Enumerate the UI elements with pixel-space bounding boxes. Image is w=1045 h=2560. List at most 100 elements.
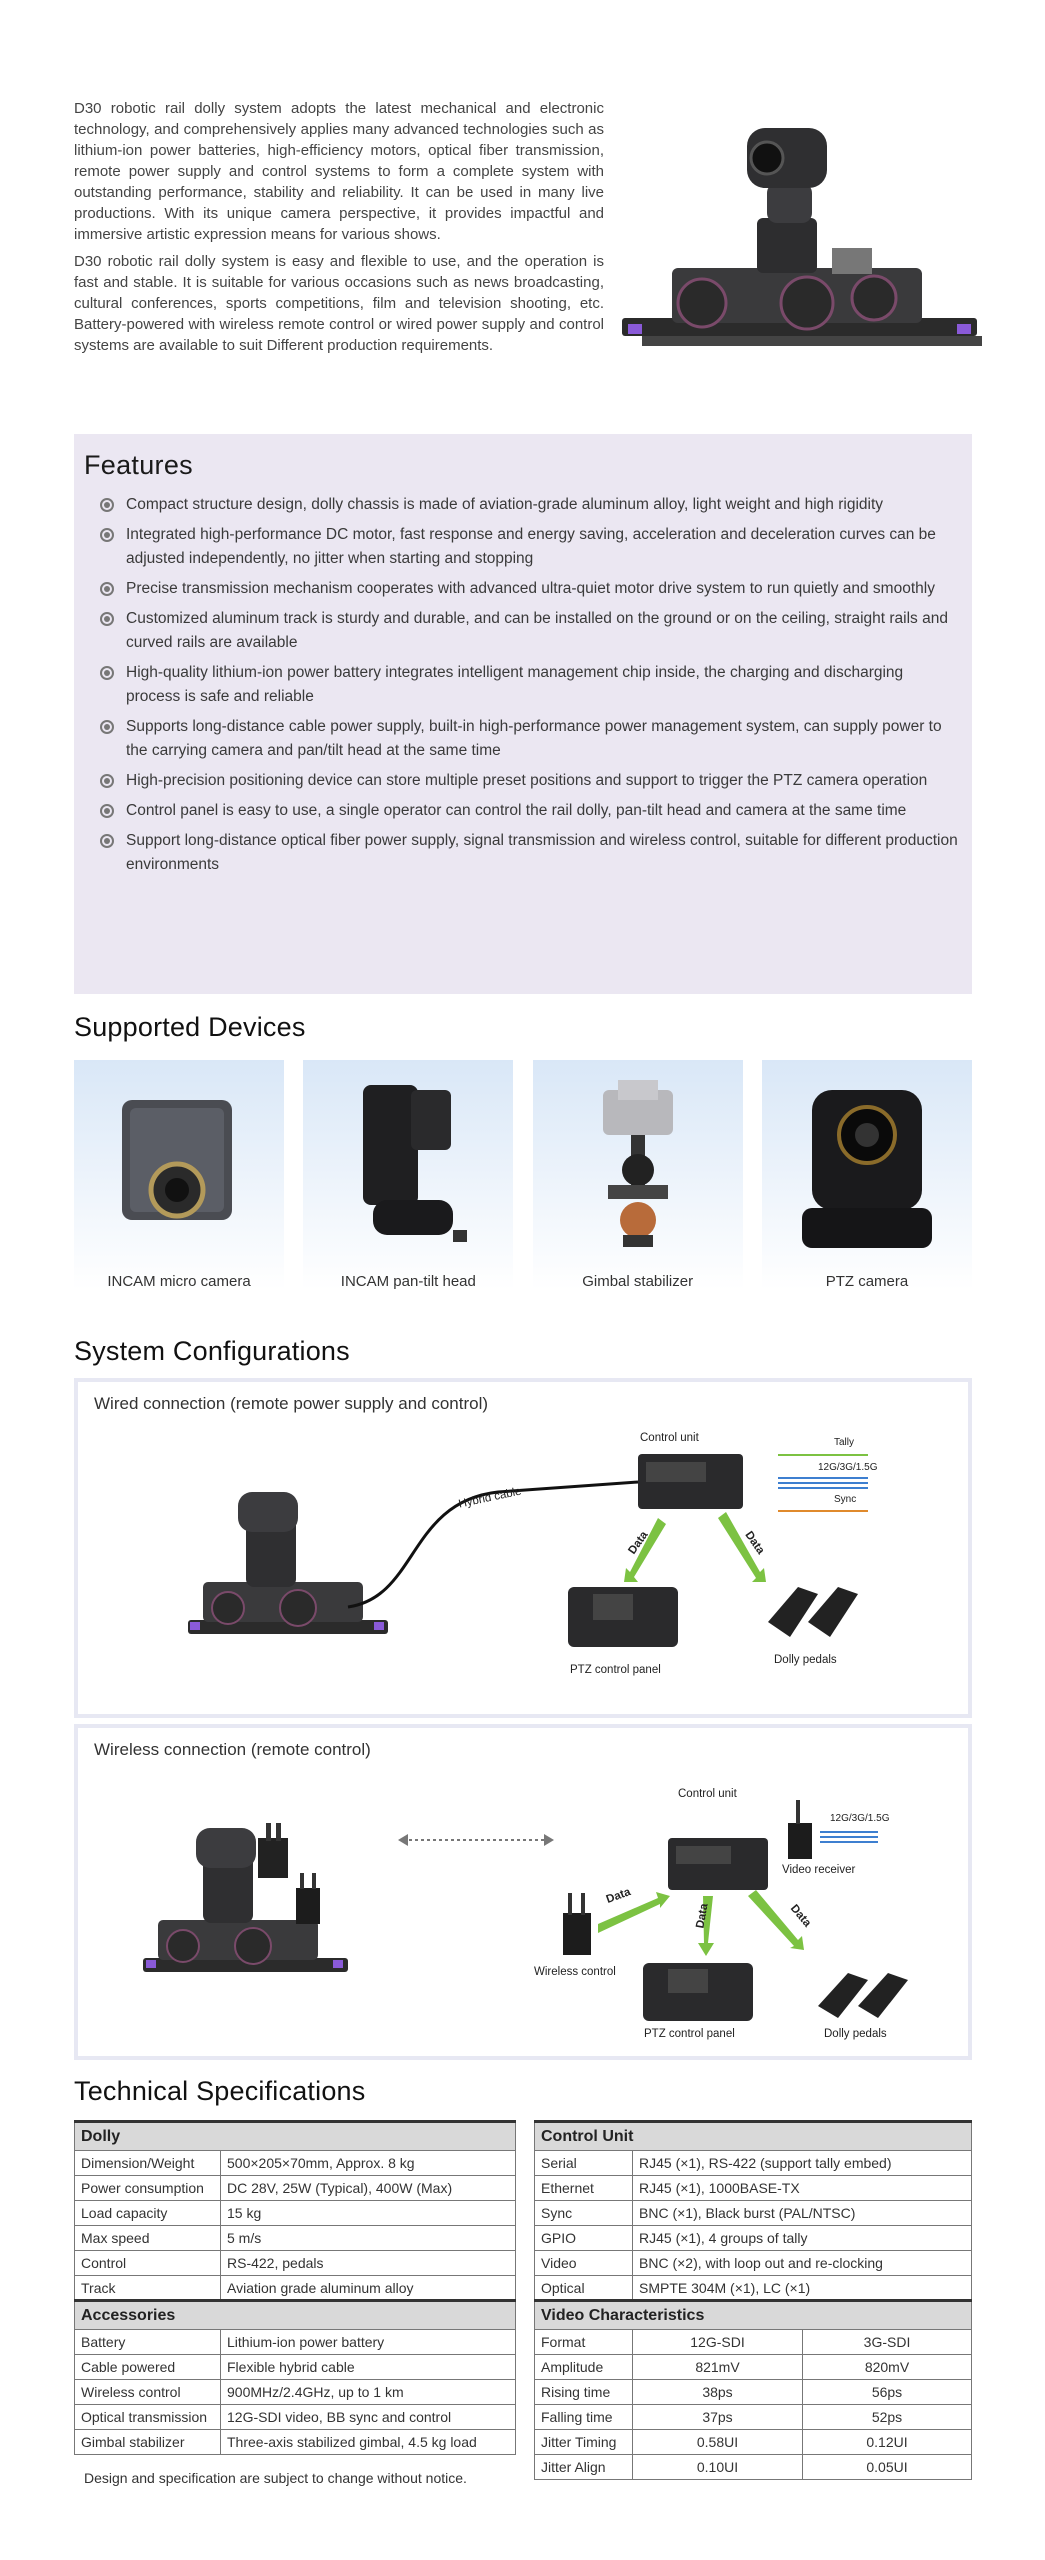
spec-label: Wireless control <box>74 2379 221 2405</box>
spec-label: Optical <box>534 2275 633 2301</box>
control-unit-label: Control unit <box>678 1788 737 1800</box>
ptz-camera-image <box>801 1090 932 1248</box>
device-caption: PTZ camera <box>825 1273 909 1290</box>
feature-item: High-precision positioning device can st… <box>84 769 960 793</box>
spec-label: Dimension/Weight <box>74 2150 221 2176</box>
spec-label: GPIO <box>534 2225 633 2251</box>
technical-specifications-title: Technical Specifications <box>74 2076 366 2106</box>
spec-value: RJ45 (×1), 4 groups of tally <box>632 2225 972 2251</box>
spec-label: Load capacity <box>74 2200 221 2226</box>
wireless-config-title: Wireless connection (remote control) <box>94 1740 371 1759</box>
spec-label: Serial <box>534 2150 633 2176</box>
spec-value: BNC (×1), Black burst (PAL/NTSC) <box>632 2200 972 2226</box>
gimbal-stabilizer-image <box>602 1080 673 1247</box>
feature-text: Support long-distance optical fiber powe… <box>126 832 958 873</box>
feature-text: Supports long-distance cable power suppl… <box>126 718 942 759</box>
control-unit-label: Control unit <box>640 1432 699 1444</box>
features-title: Features <box>84 450 193 480</box>
spec-label: Ethernet <box>534 2175 633 2201</box>
spec-value: 820mV <box>802 2354 972 2380</box>
bullet-icon <box>100 612 114 626</box>
spec-value: Three-axis stabilized gimbal, 4.5 kg loa… <box>220 2429 516 2455</box>
dolly-product-image <box>622 128 982 346</box>
spec-value: 0.05UI <box>802 2454 972 2480</box>
spec-value: 0.58UI <box>632 2429 803 2455</box>
device-card: Gimbal stabilizer <box>532 1060 743 1290</box>
spec-label: Sync <box>534 2200 633 2226</box>
device-caption: INCAM pan-tilt head <box>340 1273 476 1290</box>
control-unit-header: Control Unit <box>534 2120 972 2151</box>
feature-item: Supports long-distance cable power suppl… <box>84 715 960 763</box>
feature-text: Precise transmission mechanism cooperate… <box>126 580 935 597</box>
bullet-icon <box>100 720 114 734</box>
feature-text: High-precision positioning device can st… <box>126 772 928 789</box>
wireless-config-box: Wireless connection (remote control) <box>74 1724 972 2060</box>
spec-label: Battery <box>74 2329 221 2355</box>
spec-value: 52ps <box>802 2404 972 2430</box>
spec-value: DC 28V, 25W (Typical), 400W (Max) <box>220 2175 516 2201</box>
spec-value: RS-422, pedals <box>220 2250 516 2276</box>
features-list: Compact structure design, dolly chassis … <box>84 493 960 877</box>
spec-label: Falling time <box>534 2404 633 2430</box>
spec-value: RJ45 (×1), RS-422 (support tally embed) <box>632 2150 972 2176</box>
device-caption: INCAM micro camera <box>107 1273 251 1290</box>
spec-value: Aviation grade aluminum alloy <box>220 2275 516 2301</box>
spec-value: 0.12UI <box>802 2429 972 2455</box>
feature-item: Customized aluminum track is sturdy and … <box>84 607 960 655</box>
video-format-label: 12G/3G/1.5G <box>818 1462 878 1473</box>
bullet-icon <box>100 774 114 788</box>
pan-tilt-head-image <box>363 1085 468 1242</box>
spec-label: Video <box>534 2250 633 2276</box>
device-card: INCAM micro camera <box>74 1060 284 1290</box>
spec-label: Jitter Align <box>534 2454 633 2480</box>
bullet-icon <box>100 528 114 542</box>
spec-value: 3G-SDI <box>802 2329 972 2355</box>
spec-value: 5 m/s <box>220 2225 516 2251</box>
spec-value: 56ps <box>802 2379 972 2405</box>
feature-item: Compact structure design, dolly chassis … <box>84 493 960 517</box>
disclaimer-note: Design and specification are subject to … <box>84 2470 467 2486</box>
spec-label: Amplitude <box>534 2354 633 2380</box>
feature-item: Integrated high-performance DC motor, fa… <box>84 523 960 571</box>
bullet-icon <box>100 804 114 818</box>
micro-camera-image <box>122 1100 232 1220</box>
spec-value: Flexible hybrid cable <box>220 2354 516 2380</box>
device-card: INCAM pan-tilt head <box>303 1060 514 1290</box>
spec-label: Track <box>74 2275 221 2301</box>
spec-label: Jitter Timing <box>534 2429 633 2455</box>
feature-text: Compact structure design, dolly chassis … <box>126 496 884 513</box>
feature-item: Support long-distance optical fiber powe… <box>84 829 960 877</box>
supported-devices-title: Supported Devices <box>74 1012 306 1042</box>
bullet-icon <box>100 498 114 512</box>
spec-label: Format <box>534 2329 633 2355</box>
devices-row: INCAM micro camera INCAM pan-tilt head G… <box>74 1060 972 1290</box>
spec-value: 12G-SDI <box>632 2329 803 2355</box>
device-caption: Gimbal stabilizer <box>582 1273 694 1290</box>
bullet-icon <box>100 582 114 596</box>
system-configurations-title: System Configurations <box>74 1336 350 1366</box>
video-receiver-label: Video receiver <box>782 1864 856 1876</box>
feature-text: Control panel is easy to use, a single o… <box>126 802 907 819</box>
feature-item: Control panel is easy to use, a single o… <box>84 799 960 823</box>
sync-label: Sync <box>834 1494 857 1505</box>
bullet-icon <box>100 666 114 680</box>
dolly-pedals-label: Dolly pedals <box>824 2028 887 2040</box>
accessories-header: Accessories <box>74 2299 516 2330</box>
dolly-pedals-label: Dolly pedals <box>774 1654 837 1666</box>
